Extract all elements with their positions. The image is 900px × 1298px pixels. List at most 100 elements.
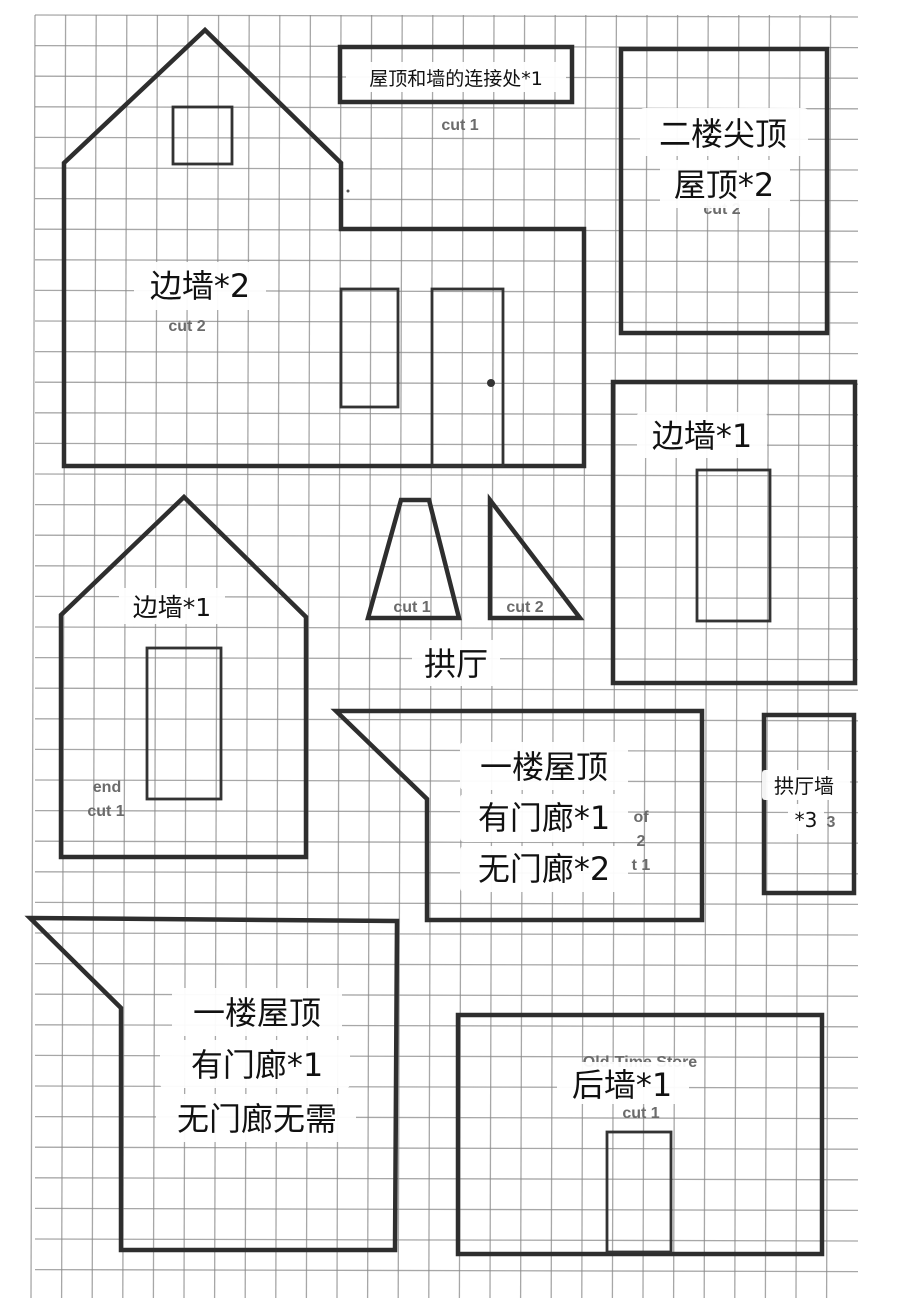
door-knob (487, 379, 495, 387)
grid-line-vertical (550, 14, 556, 1298)
grid-line-vertical (366, 14, 373, 1298)
back-wall-outline (455, 1012, 825, 1257)
grid-line-horizontal (34, 901, 859, 906)
first-roof-a-label-line2: 有门廊*1 (478, 799, 610, 837)
piece-first-floor-roof-a: of 2 t 1 一楼屋顶 有门廊*1 无门廊*2 (330, 708, 705, 923)
grid-line-vertical (122, 14, 128, 1298)
grid-line-horizontal (34, 1238, 859, 1242)
grid-line-vertical (825, 14, 832, 1298)
second-roof-outline (618, 46, 830, 336)
bay-label: 拱厅 (424, 645, 488, 683)
back-wall-cut-text: cut 1 (622, 1105, 659, 1122)
grid-line-vertical (764, 14, 771, 1298)
first-roof-a-outline (330, 708, 705, 923)
grid-line-vertical (91, 14, 97, 1298)
piece-first-floor-roof-b: 一楼屋顶 有门廊*1 无门廊无需 (24, 915, 400, 1253)
grid-line-horizontal (34, 1146, 859, 1150)
grid-line-horizontal (34, 809, 859, 814)
grid-line-horizontal (34, 1024, 859, 1028)
bay-trapezoid-cut-text: cut 1 (393, 599, 430, 616)
side-wall-large-cut-text: cut 2 (168, 318, 205, 335)
piece-bay-trapezoid: cut 1 (365, 497, 462, 621)
side-wall-window-label: 边墙*1 (652, 417, 752, 455)
bay-triangle-cut-text: cut 2 (506, 599, 543, 616)
first-roof-a-text-t1: t 1 (632, 857, 651, 874)
side-window (339, 287, 400, 409)
bay-triangle-outline (487, 493, 585, 621)
grid-line-horizontal (34, 1268, 859, 1273)
grid-line-horizontal (34, 473, 859, 477)
grid-line-horizontal (34, 993, 859, 997)
grid-line-vertical (519, 14, 526, 1298)
piece-end-wall: end cut 1 边墙*1 (58, 493, 309, 860)
second-roof-label-line1: 二楼尖顶 (659, 115, 787, 153)
grid-line-vertical (703, 14, 709, 1298)
back-wall-door (605, 1130, 673, 1254)
grid-line-horizontal (34, 748, 859, 753)
side-wall-window-opening (695, 468, 772, 623)
grid-line-vertical (734, 14, 740, 1298)
grid-line-horizontal (34, 687, 859, 691)
first-roof-b-outline (24, 915, 400, 1253)
bay-wall-label-line2: *3 (795, 808, 818, 832)
grid-line-vertical (581, 14, 587, 1298)
second-roof-label-line2: 屋顶*2 (674, 166, 774, 204)
grid-line-horizontal (34, 503, 859, 508)
grid-line-vertical (30, 14, 36, 1298)
bay-wall-outline (761, 712, 857, 896)
grid-line-horizontal (34, 718, 859, 722)
end-wall-outline (58, 493, 309, 860)
end-wall-text-end: end (93, 779, 121, 796)
back-wall-label: 后墙*1 (572, 1066, 672, 1104)
grid-line-horizontal (34, 320, 859, 324)
grid-line-horizontal (34, 932, 859, 936)
piece-roof-wall-junction: cut 1 屋顶和墙的连接处*1 (337, 44, 575, 134)
end-wall-window (145, 646, 223, 801)
grid-line-horizontal (34, 871, 859, 875)
side-wall-large-outline (61, 26, 587, 469)
grid-line-horizontal (34, 1177, 859, 1181)
end-wall-label: 边墙*1 (133, 593, 211, 622)
grid-line-horizontal (34, 962, 859, 967)
first-roof-b-label-line3: 无门廊无需 (177, 1100, 337, 1138)
door (430, 287, 505, 468)
piece-side-wall-window: 边墙*1 (610, 379, 858, 686)
attic-window (171, 105, 234, 166)
bay-wall-faint-text: 3 (827, 814, 836, 831)
junction-outline (337, 44, 575, 105)
first-roof-a-text-of: of (633, 809, 649, 826)
junction-label: 屋顶和墙的连接处*1 (369, 68, 543, 90)
piece-second-story-roof: cut 2 二楼尖顶 屋顶*2 (618, 46, 830, 336)
grid-line-horizontal (34, 259, 859, 263)
grid-line-horizontal (34, 626, 859, 630)
first-roof-b-label-line1: 一楼屋顶 (193, 994, 321, 1032)
grid-line-horizontal (34, 1085, 859, 1089)
grid-line-horizontal (34, 1207, 859, 1212)
piece-bay-wall: 3 拱厅墙 *3 (761, 712, 857, 896)
bay-group-label: 拱厅 (412, 640, 500, 686)
bay-wall-label-line1: 拱厅墙 (774, 774, 834, 798)
pin-dot (346, 189, 350, 193)
side-wall-large-label: 边墙*2 (150, 267, 250, 305)
grid-line-vertical (397, 14, 403, 1298)
side-wall-window-outline (610, 379, 858, 686)
first-roof-a-label-line1: 一楼屋顶 (480, 748, 608, 786)
grid-line-vertical (795, 14, 801, 1298)
grid-line-horizontal (34, 534, 859, 538)
piece-bay-triangle: cut 2 (487, 493, 585, 621)
end-wall-text-cut: cut 1 (87, 803, 124, 820)
piece-side-wall-large: cut 2 边墙*2 (61, 26, 587, 469)
piece-back-wall: Old-Time Store cut 1 后墙*1 (455, 1012, 825, 1257)
first-roof-a-text-2: 2 (637, 833, 646, 850)
first-roof-b-label-line2: 有门廊*1 (191, 1046, 323, 1084)
grid-line-horizontal (34, 779, 859, 783)
grid-line-horizontal (34, 840, 859, 844)
bay-trapezoid-outline (365, 497, 462, 621)
grid-line-vertical (152, 14, 159, 1298)
junction-cut-text: cut 1 (441, 117, 478, 134)
grid-line-horizontal (34, 1054, 859, 1059)
first-roof-a-label-line3: 无门廊*2 (478, 850, 610, 888)
grid-line-horizontal (34, 14, 859, 18)
grid-line-horizontal (34, 350, 859, 355)
